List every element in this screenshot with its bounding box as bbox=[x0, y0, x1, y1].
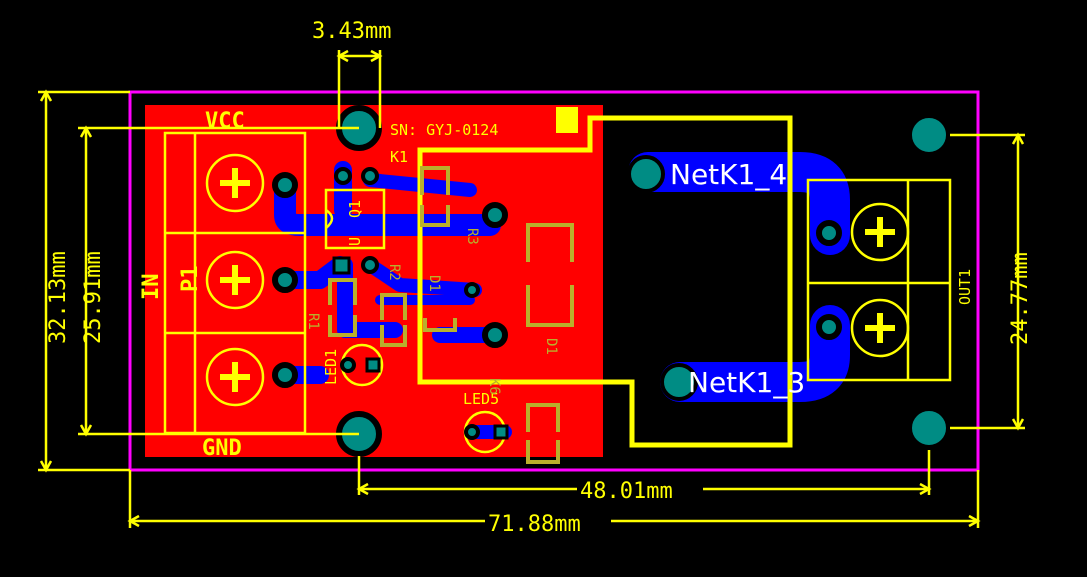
q1-outline bbox=[324, 188, 386, 250]
dim-hole-span-bg bbox=[577, 480, 703, 500]
label-k1: K1 bbox=[390, 148, 408, 166]
label-serial: SN: GYJ-0124 bbox=[390, 121, 498, 139]
label-r3: R3 bbox=[464, 228, 480, 245]
label-vcc: VCC bbox=[205, 109, 245, 134]
label-d-small: D1 bbox=[426, 275, 442, 292]
label-out1: OUT1 bbox=[956, 269, 974, 305]
net-k1-4: NetK1_4 bbox=[670, 158, 787, 191]
label-d1: D1 bbox=[543, 338, 559, 355]
net-k1-3: NetK1_3 bbox=[688, 366, 805, 399]
label-r1: R1 bbox=[305, 313, 321, 330]
label-p1: P1 bbox=[178, 266, 203, 293]
label-led5: LED5 bbox=[463, 390, 499, 408]
dim-board-width: 71.88mm bbox=[488, 512, 581, 537]
component-footprints bbox=[328, 166, 574, 464]
label-in: IN bbox=[139, 274, 164, 301]
label-q1: Q1 bbox=[346, 200, 364, 218]
dim-pad-pitch: 3.43mm bbox=[312, 19, 391, 44]
pads bbox=[272, 105, 952, 457]
q1-notch bbox=[325, 208, 334, 229]
dim-board-width-bg bbox=[485, 512, 611, 534]
label-r2: R2 bbox=[386, 264, 402, 281]
dimension-arrows bbox=[39, 49, 1025, 528]
dim-input-span: 25.91mm bbox=[81, 251, 106, 344]
relay-outline bbox=[417, 115, 793, 448]
dim-output-span: 24.77mm bbox=[1008, 252, 1033, 345]
label-led1: LED1 bbox=[322, 349, 340, 385]
board-outline bbox=[128, 90, 980, 472]
label-gnd: GND bbox=[202, 436, 242, 461]
dim-hole-span: 48.01mm bbox=[580, 479, 673, 504]
input-terminal-block bbox=[163, 131, 307, 435]
label-k6: K6 bbox=[486, 378, 502, 395]
label-u: U bbox=[346, 237, 364, 246]
pin1-marker bbox=[556, 107, 578, 133]
output-terminal-block bbox=[806, 178, 952, 382]
dim-board-height: 32.13mm bbox=[46, 251, 71, 344]
